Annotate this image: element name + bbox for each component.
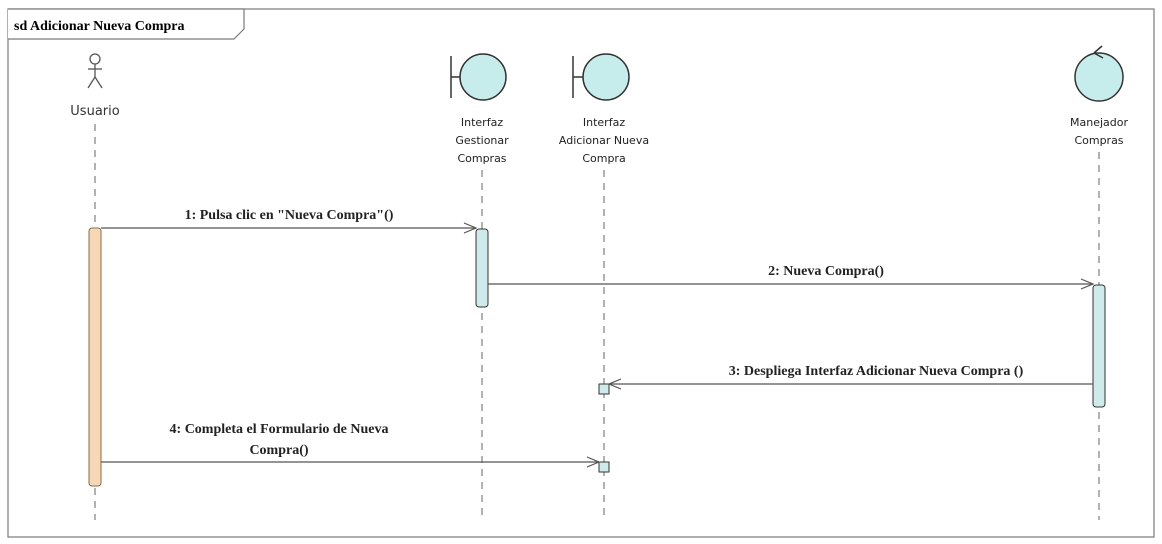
frame: sd Adicionar Nueva Compra <box>7 8 1155 538</box>
lifeline-label-line3: Compras <box>457 152 506 165</box>
control-icon <box>1074 45 1124 102</box>
message-label: 2: Nueva Compra() <box>768 264 884 279</box>
frame-title: sd Adicionar Nueva Compra <box>14 19 184 34</box>
lifeline-manejador: Manejador Compras <box>1070 45 1128 520</box>
activation-bar <box>88 227 102 487</box>
activation-box <box>598 383 610 395</box>
frame-border <box>7 8 1155 538</box>
message-label-line1: 4: Completa el Formulario de Nueva <box>170 422 389 437</box>
lifeline-label-line1: Interfaz <box>461 116 503 129</box>
activation-bar <box>475 228 489 308</box>
message-label: 3: Despliega Interfaz Adicionar Nueva Co… <box>729 364 1024 379</box>
message-label-line2: Compra() <box>249 443 308 458</box>
activation-bar <box>1092 284 1106 408</box>
actor-icon <box>87 53 103 89</box>
lifeline-label-line2: Compras <box>1074 134 1123 147</box>
boundary-icon <box>450 53 507 101</box>
lifeline-label-line2: Gestionar <box>455 134 509 147</box>
message-2: 2: Nueva Compra() <box>488 264 1093 284</box>
lifeline-label-line1: Manejador <box>1070 116 1128 129</box>
message-3: 3: Despliega Interfaz Adicionar Nueva Co… <box>609 364 1093 384</box>
lifeline-label-line1: Interfaz <box>583 116 625 129</box>
lifeline-label-line3: Compra <box>582 152 625 165</box>
message-label: 1: Pulsa clic en "Nueva Compra"() <box>185 208 394 223</box>
lifeline-interfaz-adicionar: Interfaz Adicionar Nueva Compra <box>559 53 649 520</box>
message-4: 4: Completa el Formulario de Nueva Compr… <box>101 422 599 462</box>
message-1: 1: Pulsa clic en "Nueva Compra"() <box>101 208 476 228</box>
frame-tab <box>8 8 245 40</box>
activation-box <box>598 461 610 473</box>
lifeline-label-line2: Adicionar Nueva <box>559 134 649 147</box>
lifeline-label: Usuario <box>70 104 119 119</box>
lifeline-usuario: Usuario <box>70 53 120 520</box>
boundary-icon <box>572 53 630 101</box>
lifeline-interfaz-gestionar: Interfaz Gestionar Compras <box>450 53 509 520</box>
